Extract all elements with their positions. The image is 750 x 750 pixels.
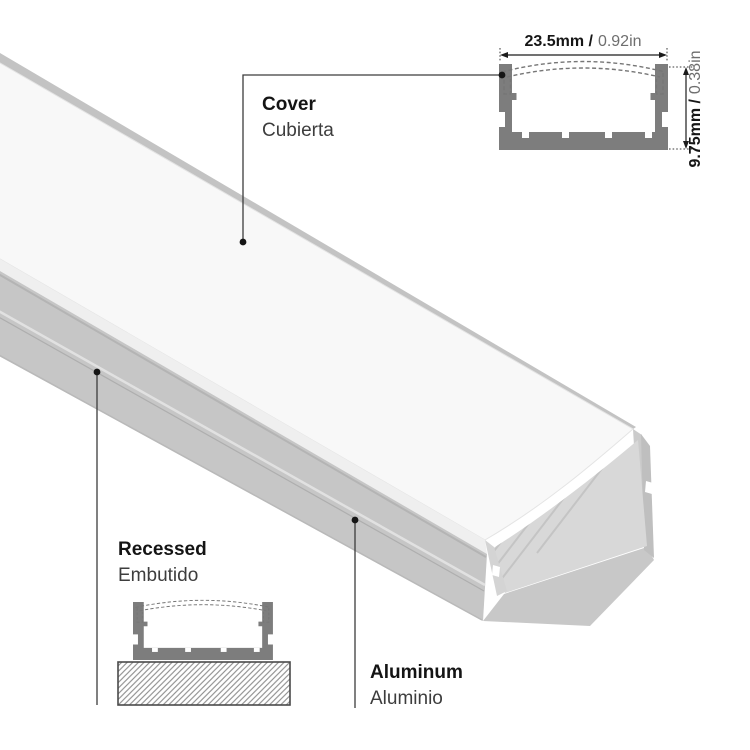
leader-cover (242, 74, 502, 242)
label-cover: Cover Cubierta (262, 92, 334, 144)
cross-section-top (498, 60, 669, 151)
profile-side-bottom-edge (0, 354, 483, 621)
label-aluminum-primary: Aluminum (370, 662, 463, 683)
dimension-width (499, 48, 668, 62)
profile-side-groove-light (0, 310, 486, 587)
profile-side-groove-dark (0, 317, 485, 592)
label-aluminum: Aluminum Aluminio (370, 660, 463, 712)
dim-height-label: 9.75mm /0.38in (687, 50, 704, 167)
recessed-diagram (117, 599, 291, 706)
label-cover-primary: Cover (262, 94, 316, 115)
profile-3d (0, 53, 654, 626)
dim-width-label: 23.5mm /0.92in (524, 33, 641, 50)
profile-end-front-wall-notch (492, 565, 500, 577)
label-aluminum-secondary: Aluminio (370, 688, 443, 709)
profile-end-base (483, 547, 654, 626)
profile-side-top-shadow (0, 273, 487, 558)
dim-width-arrow-right (659, 52, 667, 58)
cross-section-diagram: 23.5mm /0.92in 9.75mm /0.38in (498, 33, 704, 168)
leader-lines (96, 74, 502, 708)
leader-dot-aluminum (351, 516, 359, 524)
mounting-surface-hatch (117, 661, 291, 706)
profile-cover-top-face (0, 62, 634, 541)
profile-end-interior-floor (492, 440, 647, 593)
leader-dots (93, 71, 506, 524)
label-recessed-secondary: Embutido (118, 565, 199, 586)
dim-width-arrow-left (500, 52, 508, 58)
label-cover-secondary: Cubierta (262, 120, 334, 141)
leader-dot-cover-section (498, 71, 506, 79)
leader-dot-cover-3d (239, 238, 247, 246)
label-recessed: Recessed Embutido (118, 537, 207, 589)
label-recessed-primary: Recessed (118, 539, 207, 560)
leader-dot-recessed (93, 368, 101, 376)
profile-side-face (0, 270, 487, 621)
profile-cover-front-edge (0, 258, 487, 554)
dimension-height (669, 66, 694, 150)
dim-height-arrow-bottom (683, 141, 689, 149)
cross-section-recessed (132, 599, 274, 661)
profile-end-right-wall-notch (645, 481, 653, 494)
dim-height-arrow-top (683, 67, 689, 75)
